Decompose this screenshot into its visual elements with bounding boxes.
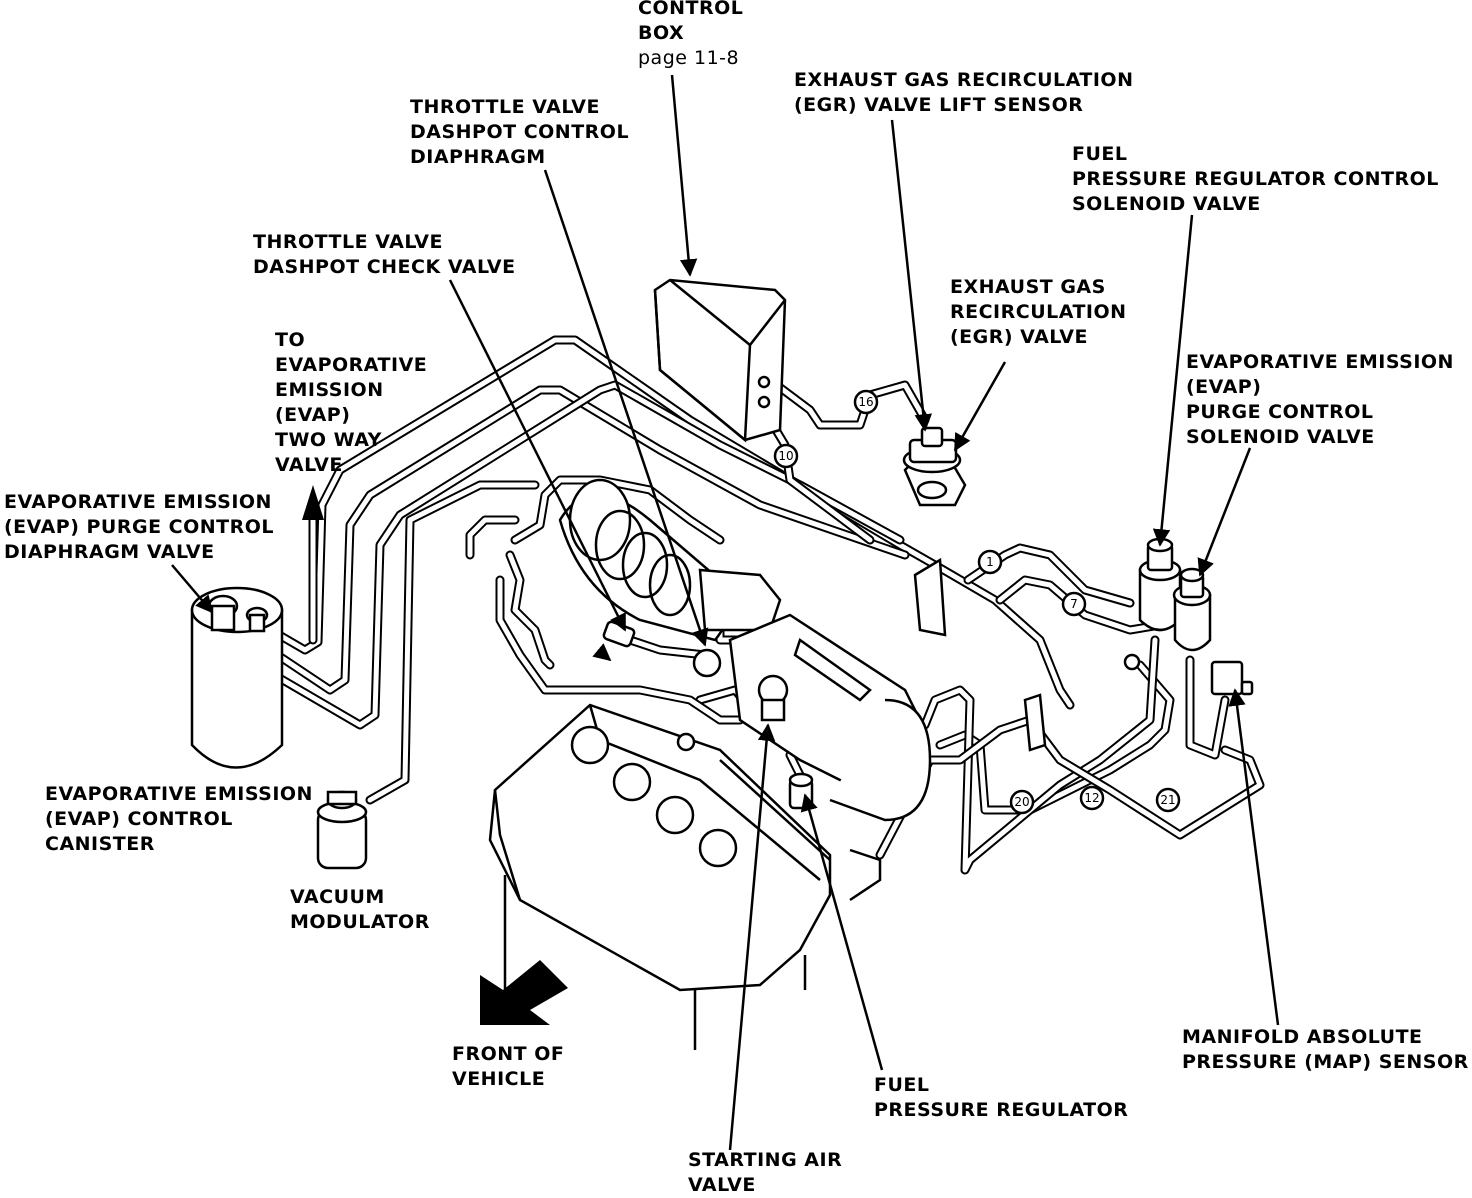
control-box [653, 278, 787, 443]
evap-control-canister [190, 586, 284, 769]
throttle-body-assembly [558, 478, 782, 678]
label-fuel-pressure-regulator: FUEL PRESSURE REGULATOR [874, 1074, 1129, 1121]
svg-text:20: 20 [1014, 795, 1029, 809]
label-throttle-dashpot-check-valve: THROTTLE VALVE DASHPOT CHECK VALVE [253, 231, 516, 278]
svg-text:16: 16 [858, 395, 873, 409]
label-control-box: CONTROL BOX page 11-8 [638, 0, 744, 69]
label-starting-air-valve: STARTING AIR VALVE [688, 1149, 843, 1196]
label-vacuum-modulator: VACUUM MODULATOR [290, 886, 430, 933]
label-front-of-vehicle: FRONT OF VEHICLE [452, 1043, 565, 1090]
hose-tag: 7 [1061, 591, 1087, 617]
hose-tag: 12 [1079, 785, 1105, 811]
label-evap-purge-diaphragm-valve: EVAPORATIVE EMISSION (EVAP) PURGE CONTRO… [4, 491, 275, 563]
label-egr-valve: EXHAUST GAS RECIRCULATION (EGR) VALVE [950, 276, 1127, 348]
label-map-sensor: MANIFOLD ABSOLUTE PRESSURE (MAP) SENSOR [1182, 1026, 1469, 1073]
hose-tag: 21 [1155, 787, 1181, 813]
leader-lines [171, 74, 1280, 1151]
label-throttle-dashpot-diaphragm: THROTTLE VALVE DASHPOT CONTROL DIAPHRAGM [410, 96, 630, 168]
svg-text:10: 10 [778, 449, 793, 463]
intake-manifold [728, 613, 932, 822]
svg-text:1: 1 [986, 555, 994, 569]
to-evap-two-way-arrow [302, 485, 324, 645]
label-egr-valve-lift-sensor: EXHAUST GAS RECIRCULATION (EGR) VALVE LI… [794, 69, 1134, 116]
svg-text:21: 21 [1160, 793, 1175, 807]
vacuum-hoses [235, 335, 1265, 875]
map-sensor [1210, 660, 1254, 696]
valve-cover [488, 703, 882, 1050]
svg-text:7: 7 [1070, 597, 1078, 611]
front-of-vehicle-arrow [480, 960, 568, 1025]
hose-tag: 16 [853, 389, 879, 415]
solenoid-valves [1138, 537, 1212, 652]
label-evap-control-canister: EVAPORATIVE EMISSION (EVAP) CONTROL CANI… [45, 783, 313, 855]
hose-tag: 10 [773, 443, 799, 469]
label-to-evap-two-way-valve: TO EVAPORATIVE EMISSION (EVAP) TWO WAY V… [275, 329, 428, 476]
svg-text:12: 12 [1084, 791, 1099, 805]
vacuum-modulator [316, 790, 368, 870]
label-evap-purge-control-solenoid: EVAPORATIVE EMISSION (EVAP) PURGE CONTRO… [1186, 351, 1454, 448]
brackets [676, 557, 1141, 752]
hose-tags: 16 10 1 7 20 12 21 [773, 389, 1181, 815]
egr-valve [902, 426, 967, 507]
label-fuel-pressure-regulator-control-solenoid: FUEL PRESSURE REGULATOR CONTROL SOLENOID… [1072, 143, 1439, 215]
hose-tag: 1 [977, 549, 1003, 575]
hose-tag: 20 [1009, 789, 1035, 815]
fuel-pressure-regulator [788, 772, 814, 810]
